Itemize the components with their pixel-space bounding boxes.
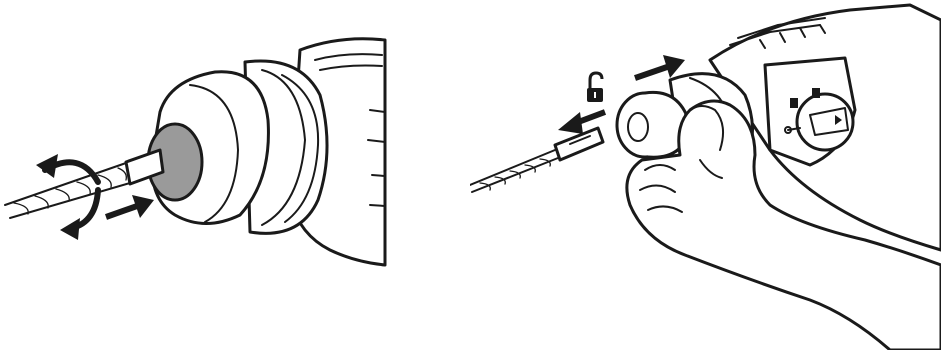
unlock-icon <box>587 71 604 102</box>
panel-remove-bit <box>470 0 941 350</box>
panel-insert-bit <box>0 0 470 350</box>
drill-body <box>708 3 941 252</box>
push-arrow-icon <box>105 195 154 220</box>
rotate-arrows-icon <box>36 154 101 240</box>
slide-sleeve-arrow-icon <box>634 55 685 81</box>
hand-icon <box>625 99 941 350</box>
pull-arrow-icon <box>558 109 607 134</box>
mode-selector-knob <box>795 92 855 152</box>
drill-bit-icon <box>470 126 605 193</box>
drill-bit-icon <box>4 148 165 219</box>
remove-bit-illustration <box>470 3 941 350</box>
insert-bit-illustration <box>4 37 387 267</box>
chuck-front <box>615 90 692 159</box>
